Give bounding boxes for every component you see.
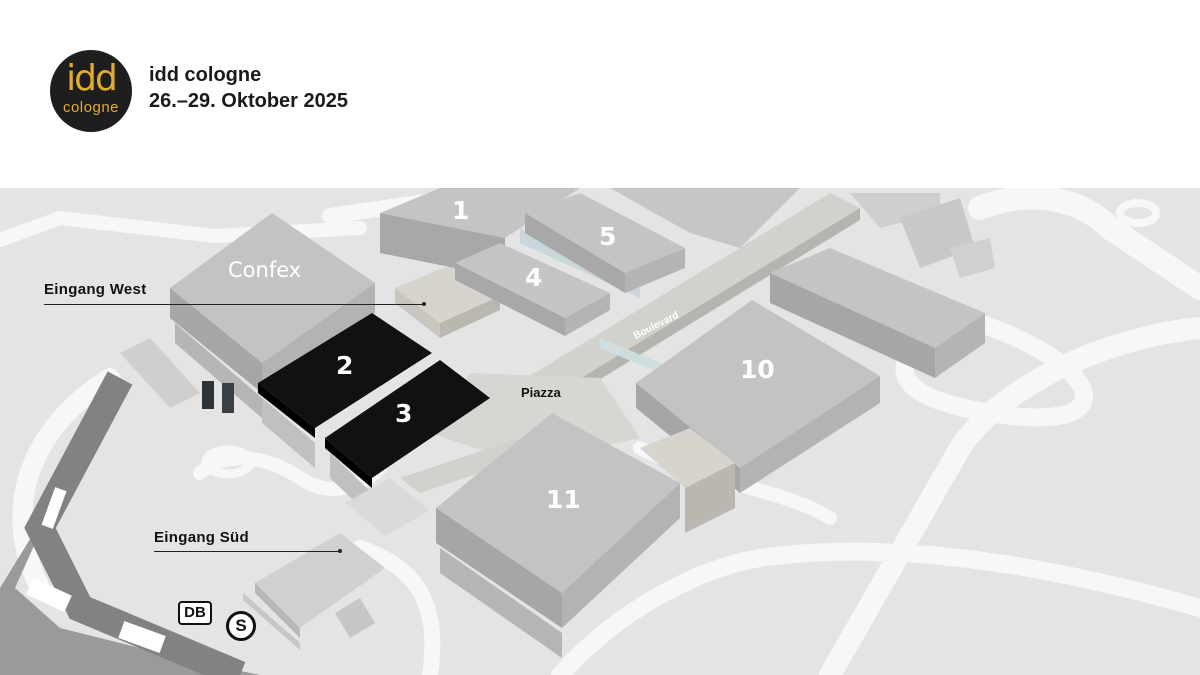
railway <box>0 368 260 675</box>
db-icon: DB <box>178 601 212 625</box>
hall-4-label[interactable]: 4 <box>525 263 543 292</box>
railway-track <box>0 368 260 675</box>
logo-idd-text: idd <box>66 58 118 99</box>
rail-platform <box>118 621 166 653</box>
hall-4-shape <box>455 243 610 336</box>
event-name: idd cologne <box>149 64 262 86</box>
hall-1-label[interactable]: 1 <box>452 196 470 225</box>
hall-10-label[interactable]: 10 <box>740 355 775 384</box>
fairground-map <box>0 188 1200 675</box>
walkways <box>400 193 860 493</box>
hall-2-label[interactable]: 2 <box>336 351 354 380</box>
hall-5-shape <box>525 193 685 293</box>
confex-label[interactable]: Confex <box>228 258 302 282</box>
entrance-west-label: Eingang West <box>44 281 147 298</box>
road-south <box>352 540 441 675</box>
hall-3-label[interactable]: 3 <box>395 399 413 428</box>
header: idd cologne idd cologne 26.–29. Oktober … <box>0 0 1200 188</box>
hall-east-shape <box>770 248 985 378</box>
hall-11-annex <box>640 428 735 533</box>
idd-cologne-logo[interactable]: idd cologne <box>50 50 132 132</box>
hall-2-shape <box>258 313 432 468</box>
entrance-south-dot <box>338 549 342 553</box>
s-bahn-icon: S <box>226 611 256 641</box>
hall-11-label[interactable]: 11 <box>546 485 581 514</box>
hall-11-shape <box>436 413 680 658</box>
piazza-label: Piazza <box>521 385 561 400</box>
entrance-west-dot <box>422 302 426 306</box>
boulevard-walkway-side <box>540 208 860 416</box>
entrance-west-pointer <box>44 304 424 305</box>
roundabout-ne <box>1116 199 1160 227</box>
eingang-sued-building <box>243 478 430 650</box>
hall-north-east-shape <box>610 188 995 278</box>
event-dates: 26.–29. Oktober 2025 <box>149 90 349 112</box>
confex-stair <box>120 338 234 413</box>
entrance-south-label: Eingang Süd <box>154 529 249 546</box>
road-east-long <box>819 317 1200 675</box>
road-north-east <box>968 188 1200 300</box>
entrance-south-pointer <box>154 551 340 552</box>
rail-platform <box>26 577 72 613</box>
hall-5-label[interactable]: 5 <box>599 222 617 251</box>
boulevard-walkway <box>510 193 860 403</box>
roundabout-west <box>201 445 255 479</box>
road-south-east <box>551 542 1200 675</box>
logo-cologne-text: cologne <box>62 99 120 116</box>
rail-platform <box>41 487 67 529</box>
